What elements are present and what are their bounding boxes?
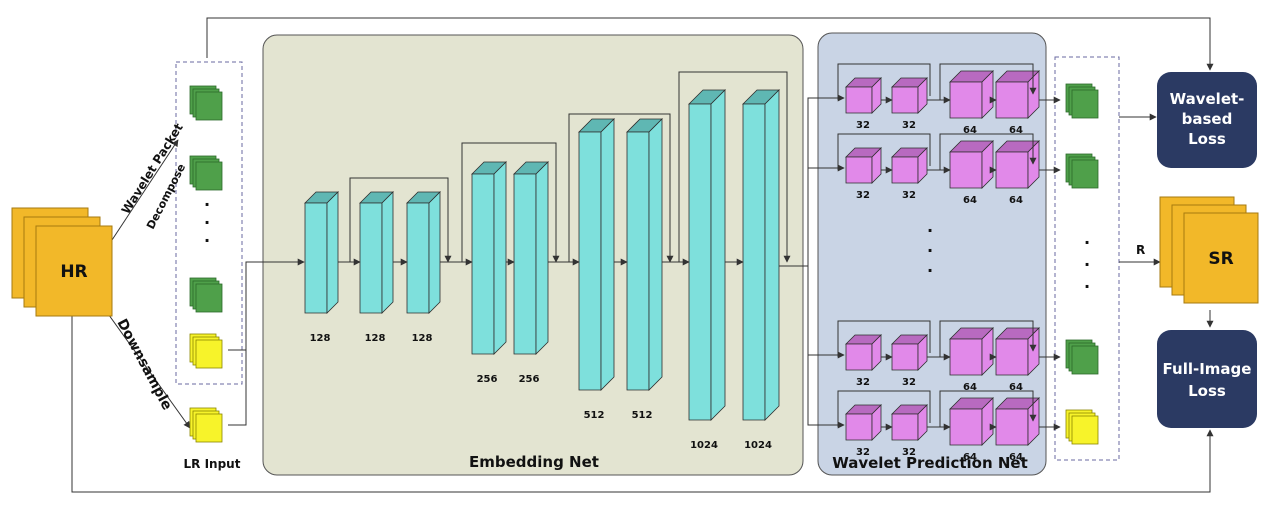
embedding-channel-label-1: 128 bbox=[310, 333, 331, 344]
full-image-loss-line-1: Full-Image bbox=[1163, 360, 1252, 378]
svg-text:·: · bbox=[1084, 233, 1090, 252]
branch-1-block-2 bbox=[891, 77, 928, 114]
embedding-block-3 bbox=[406, 191, 441, 314]
wavelet-prediction-net-title: Wavelet Prediction Net bbox=[832, 454, 1028, 472]
branch-1-label-1: 32 bbox=[856, 120, 870, 131]
embedding-channel-label-4: 256 bbox=[477, 374, 498, 385]
svg-text:·: · bbox=[204, 231, 210, 250]
branch-1-block-1 bbox=[845, 77, 882, 114]
branch-1-label-2: 32 bbox=[902, 120, 916, 131]
embedding-block-4 bbox=[471, 161, 507, 355]
branch-3-block-1 bbox=[845, 334, 882, 371]
branch-2-block-2 bbox=[891, 147, 928, 184]
lr-input-label: LR Input bbox=[184, 457, 241, 471]
embedding-channel-label-9: 1024 bbox=[744, 440, 772, 451]
right-ellipsis: · · · bbox=[1084, 233, 1090, 296]
svg-text:·: · bbox=[1084, 277, 1090, 296]
svg-text:·: · bbox=[1084, 255, 1090, 274]
embedding-channel-label-5: 256 bbox=[519, 374, 540, 385]
r-label: R bbox=[1136, 243, 1145, 257]
branch-1-block-3 bbox=[949, 70, 994, 119]
embedding-block-6 bbox=[578, 118, 615, 391]
wavelet-packet-dashed-box bbox=[175, 61, 243, 385]
wavelet-prediction-net: 32 32 64 64 32 32 64 64 32 32 64 64 32 32 64 64 bbox=[837, 63, 1061, 463]
branch-2-block-3 bbox=[949, 140, 994, 189]
hr-image-stack bbox=[11, 207, 113, 317]
middle-ellipsis: · · · bbox=[927, 221, 933, 280]
green-packet-1 bbox=[189, 85, 223, 121]
sr-label: SR bbox=[1208, 249, 1233, 269]
predicted-green-2 bbox=[1065, 153, 1099, 189]
wavelet-packet-stacks bbox=[189, 85, 223, 443]
wavelet-loss-line-3: Loss bbox=[1188, 130, 1226, 148]
prediction-output-dashed-box bbox=[1054, 56, 1120, 461]
branch-1-label-3: 64 bbox=[963, 125, 977, 136]
embedding-block-8 bbox=[688, 89, 726, 421]
predicted-green-1 bbox=[1065, 83, 1099, 119]
branch-2-label-4: 64 bbox=[1009, 195, 1023, 206]
left-ellipsis: · · · bbox=[204, 195, 210, 250]
svg-text:·: · bbox=[927, 261, 933, 280]
embedding-channel-label-2: 128 bbox=[365, 333, 386, 344]
green-packet-3 bbox=[189, 277, 223, 313]
svg-text:·: · bbox=[927, 241, 933, 260]
svg-text:·: · bbox=[927, 221, 933, 240]
branch-4-label-2: 32 bbox=[902, 447, 916, 458]
wavelet-loss-box bbox=[1157, 72, 1257, 168]
embedding-block-7 bbox=[626, 118, 663, 391]
predicted-green-3 bbox=[1065, 339, 1099, 375]
branch-4-label-3: 64 bbox=[963, 452, 977, 463]
connection-wires bbox=[71, 17, 1214, 493]
full-image-loss-line-2: Loss bbox=[1188, 382, 1226, 400]
predicted-wavelet-stacks bbox=[1065, 83, 1099, 445]
embedding-channel-label-7: 512 bbox=[632, 410, 653, 421]
embedding-channel-label-6: 512 bbox=[584, 410, 605, 421]
branch-3-label-2: 32 bbox=[902, 377, 916, 388]
wavelet-loss-line-1: Wavelet- bbox=[1170, 90, 1245, 108]
branch-4-label-1: 32 bbox=[856, 447, 870, 458]
hr-label: HR bbox=[60, 262, 87, 282]
wavelet-loss-line-2: based bbox=[1182, 110, 1233, 128]
predicted-yellow bbox=[1065, 409, 1099, 445]
embedding-net: 128 128 128 256 256 512 512 1024 1024 bbox=[304, 71, 845, 451]
embedding-block-5 bbox=[513, 161, 549, 355]
green-packet-2 bbox=[189, 155, 223, 191]
embedding-channel-label-8: 1024 bbox=[690, 440, 718, 451]
full-image-loss-box bbox=[1157, 330, 1257, 428]
branch-3-label-3: 64 bbox=[963, 382, 977, 393]
branch-3-block-3 bbox=[949, 327, 994, 376]
branch-4-block-3 bbox=[949, 397, 994, 446]
lr-input-image bbox=[189, 407, 223, 443]
branch-4-block-1 bbox=[845, 404, 882, 441]
branch-3-block-2 bbox=[891, 334, 928, 371]
branch-4-block-4 bbox=[995, 397, 1040, 446]
branch-4-label-4: 64 bbox=[1009, 452, 1023, 463]
embedding-block-1 bbox=[304, 191, 339, 314]
branch-1-label-4: 64 bbox=[1009, 125, 1023, 136]
svg-text:·: · bbox=[204, 213, 210, 232]
embedding-block-2 bbox=[359, 191, 394, 314]
branch-2-block-1 bbox=[845, 147, 882, 184]
branch-2-label-3: 64 bbox=[963, 195, 977, 206]
downsample-label: Downsample bbox=[113, 316, 174, 413]
branch-2-label-1: 32 bbox=[856, 190, 870, 201]
embedding-channel-label-3: 128 bbox=[412, 333, 433, 344]
embedding-block-9 bbox=[742, 89, 780, 421]
sr-image-stack bbox=[1159, 196, 1259, 304]
branch-3-label-1: 32 bbox=[856, 377, 870, 388]
branch-4-block-2 bbox=[891, 404, 928, 441]
branch-2-label-2: 32 bbox=[902, 190, 916, 201]
svg-text:·: · bbox=[204, 195, 210, 214]
embedding-net-title: Embedding Net bbox=[469, 453, 599, 471]
yellow-packet bbox=[189, 333, 223, 369]
branch-3-label-4: 64 bbox=[1009, 382, 1023, 393]
